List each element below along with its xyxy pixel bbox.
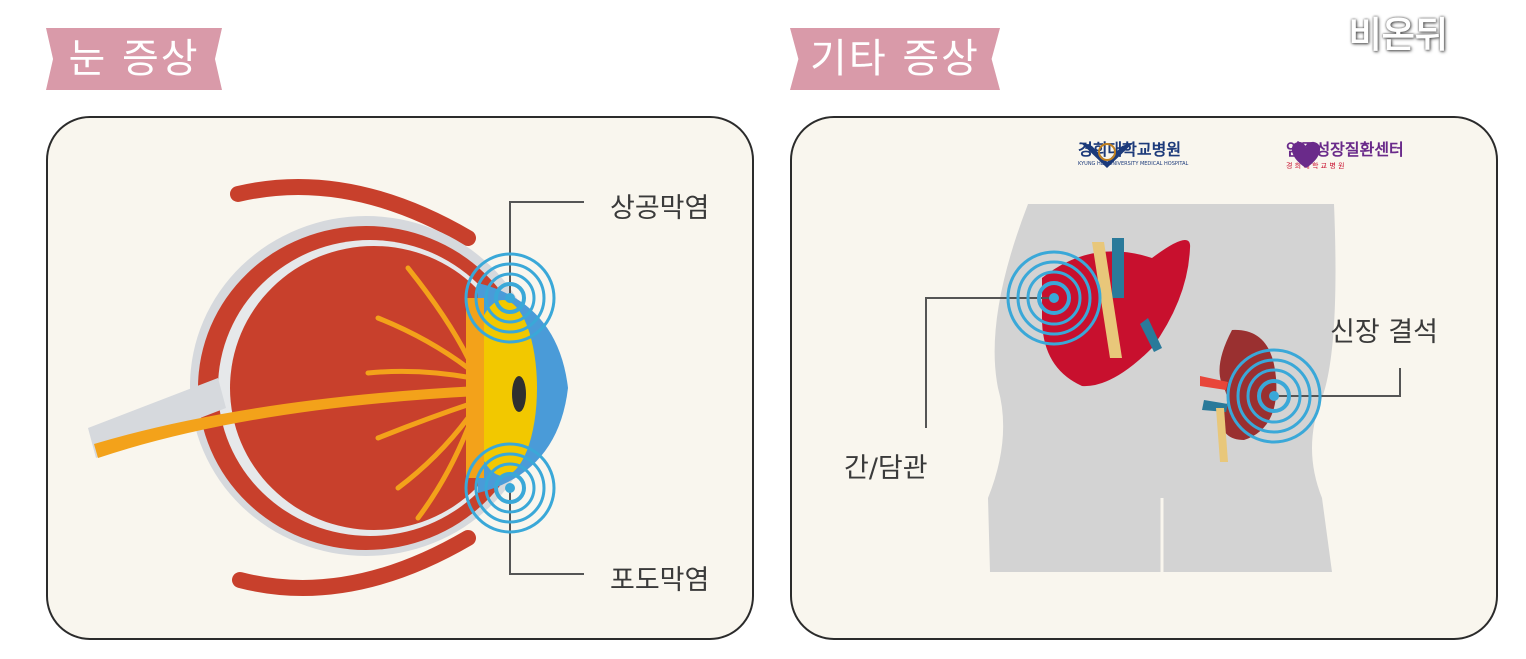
eye-section-title: 눈 증상 (46, 28, 222, 90)
center-logo: 염증성장질환센터 경 희 대 학 교 병 원 (1286, 136, 1404, 171)
eye-illustration (88, 179, 584, 596)
center-subname: 경 희 대 학 교 병 원 (1286, 162, 1345, 170)
label-liver-biliary: 간/담관 (844, 453, 928, 484)
label-uveitis: 포도막염 (610, 565, 710, 596)
other-panel: 경희대학교병원 KYUNG HEE UNIVERSITY MEDICAL HOS… (790, 116, 1498, 640)
upper-ring-marker (464, 252, 556, 344)
hospital-subname: KYUNG HEE UNIVERSITY MEDICAL HOSPITAL (1078, 161, 1189, 167)
kidney-ring-marker (1226, 348, 1322, 444)
eye-panel: 상공막염 포도막염 (46, 116, 754, 640)
hospital-logo: 경희대학교병원 KYUNG HEE UNIVERSITY MEDICAL HOS… (1078, 136, 1189, 168)
hospital-emblem-icon (1080, 142, 1134, 168)
lower-ring-marker (464, 442, 556, 534)
other-section-title: 기타 증상 (790, 28, 1000, 90)
label-episcleritis: 상공막염 (610, 193, 710, 224)
watermark-logo: 비온뒤 (1348, 15, 1448, 56)
torso-illustration (925, 204, 1401, 572)
liver-ring-marker (1006, 250, 1102, 346)
label-kidney-stone: 신장 결석 (1330, 317, 1438, 348)
center-emblem-icon (1291, 141, 1321, 168)
